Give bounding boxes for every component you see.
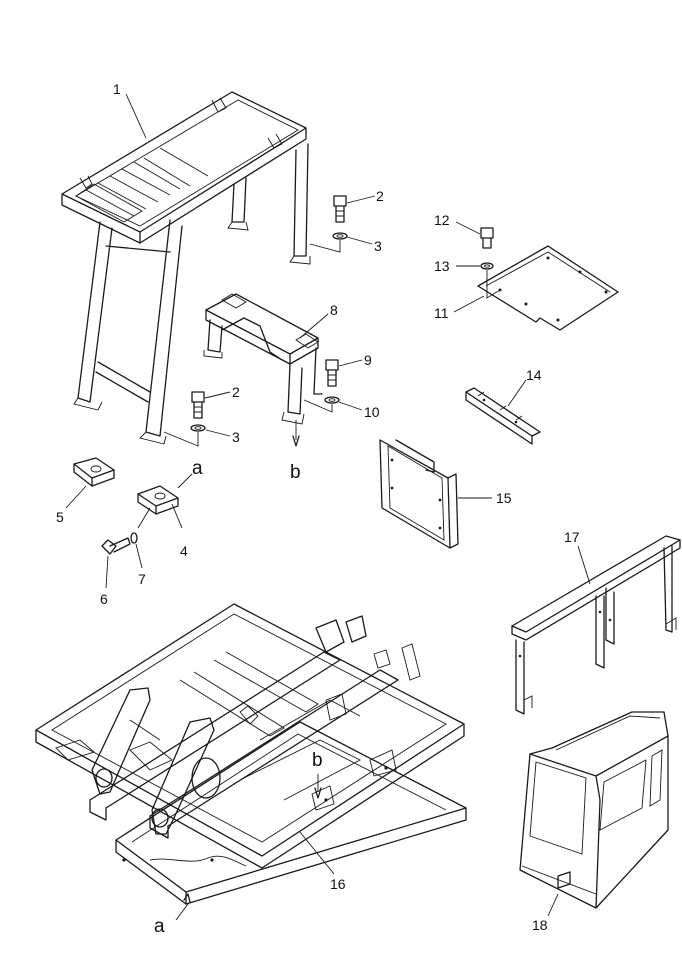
callout-12: 12 [434,212,450,228]
callout-10: 10 [364,404,380,420]
callout-7: 7 [138,571,146,587]
support-frame [203,293,323,425]
callout-9: 9 [364,352,372,368]
side-panel [379,439,459,549]
revolving-frame [35,603,467,905]
callout-11: 11 [434,305,449,321]
bolt-9 [324,359,340,404]
bracket-bar [465,387,541,445]
callout-2-lower: 2 [232,384,240,400]
callout-2-upper: 2 [376,188,384,204]
callout-5: 5 [56,509,64,525]
callout-4: 4 [180,543,188,559]
step-platform [61,91,311,445]
callout-13: 13 [434,258,450,274]
cover-plate [477,245,619,331]
cab-frame [511,535,681,715]
callout-3-upper: 3 [374,238,382,254]
callout-14: 14 [526,367,542,383]
callout-3-lower: 3 [232,429,240,445]
callout-17: 17 [564,529,580,545]
callout-15: 15 [496,490,512,506]
operator-cab [519,711,669,909]
ref-b-top: b [290,462,301,483]
callout-1: 1 [113,81,121,97]
callout-18: 18 [532,917,548,933]
bolt-2-lower [190,391,206,432]
bolt-6 [101,532,138,555]
callout-8: 8 [330,302,338,318]
ref-a-top: a [192,458,203,479]
callout-16: 16 [330,876,346,892]
callout-6: 6 [100,591,108,607]
clamp-4 [137,485,179,515]
bolt-12 [480,227,494,270]
clamp-5 [73,457,115,487]
bolt-2-upper [332,195,348,240]
ref-b-bottom: b [312,750,323,771]
ref-a-bottom: a [154,916,165,937]
